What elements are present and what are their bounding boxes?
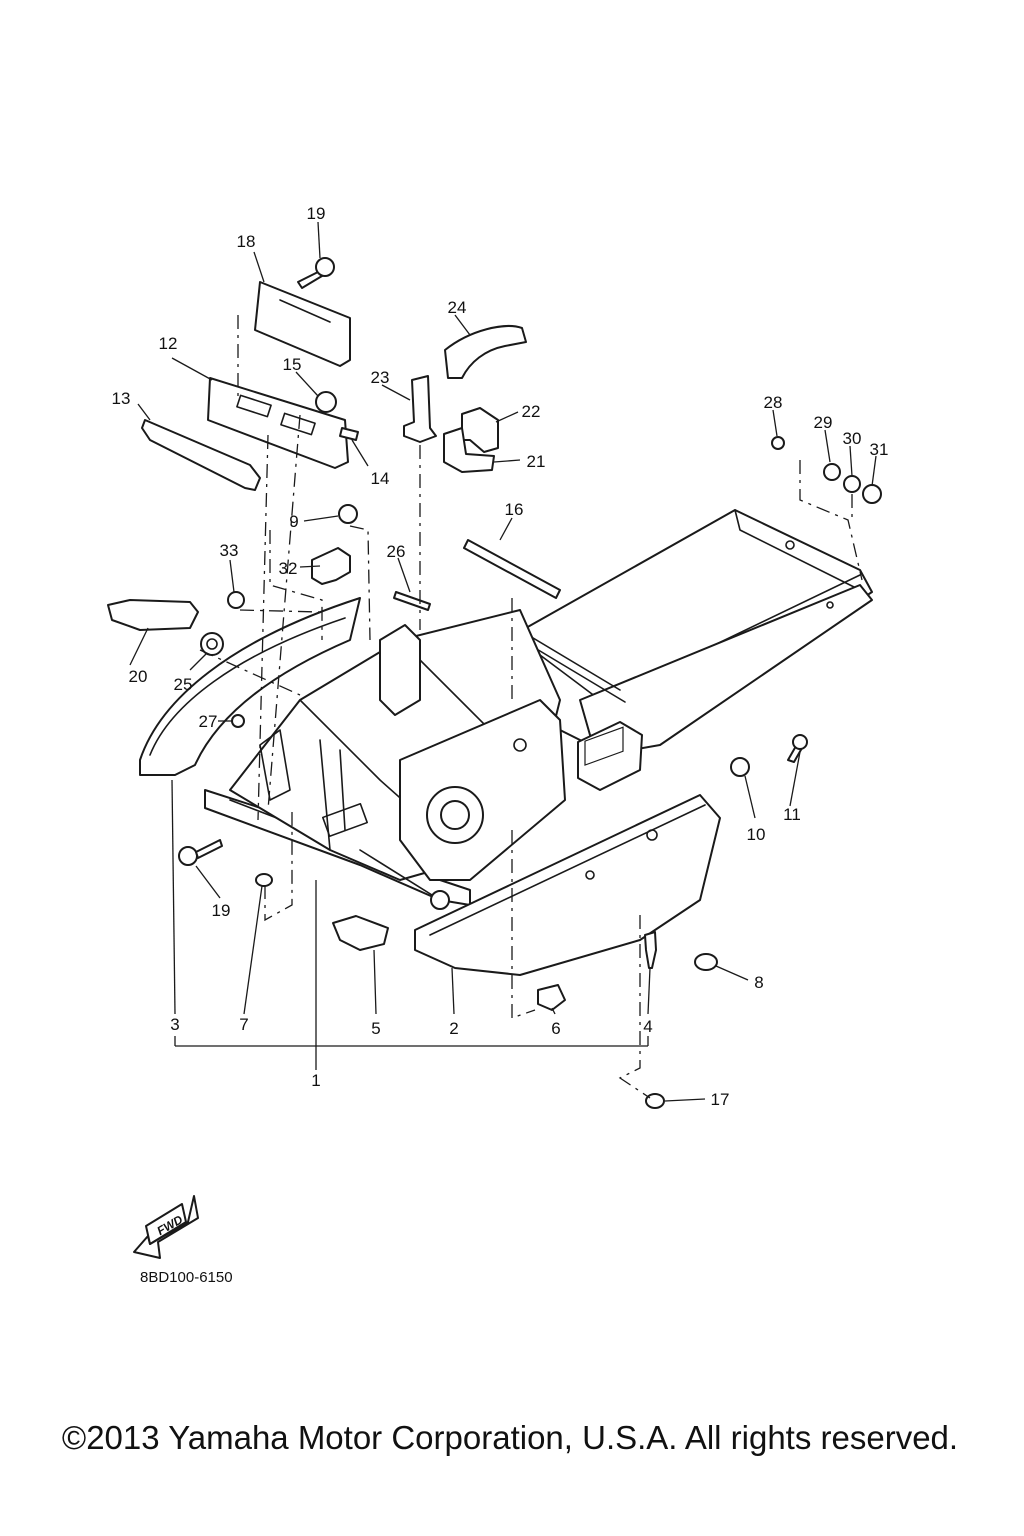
- handle-13-drawing: [141, 419, 261, 491]
- piece-14-drawing: [339, 427, 359, 441]
- frame-assembly-drawing: [139, 509, 873, 910]
- nut-31-drawing: [862, 484, 882, 504]
- callout-13: 13: [112, 389, 131, 408]
- callout-26: 26: [387, 542, 406, 561]
- callout-18: 18: [237, 232, 256, 251]
- side-rail-drawing: [414, 794, 721, 976]
- plug-17-drawing: [645, 1093, 665, 1109]
- callout-12: 12: [159, 334, 178, 353]
- callout-11: 11: [783, 805, 801, 824]
- callout-7: 7: [239, 1015, 248, 1034]
- callout-1: 1: [311, 1071, 320, 1090]
- callout-27: 27: [199, 712, 218, 731]
- copyright-notice: ©2013 Yamaha Motor Corporation, U.S.A. A…: [62, 1419, 958, 1456]
- callout-labels: 1 2 3 4 5 6 7 8 9 10 11 12 13 14 15 16 1…: [112, 204, 889, 1109]
- grommet-10-drawing: [730, 757, 750, 777]
- callout-21: 21: [527, 452, 546, 471]
- callout-3: 3: [170, 1015, 179, 1034]
- side-rail-edge: [429, 804, 706, 936]
- grommet-15-drawing: [315, 391, 337, 413]
- callout-29: 29: [814, 413, 833, 432]
- assembly-dash-lines: [199, 315, 863, 1099]
- callout-20: 20: [129, 667, 148, 686]
- callout-9: 9: [289, 512, 298, 531]
- bracket-18-drawing: [254, 281, 351, 367]
- callout-8: 8: [754, 973, 763, 992]
- callout-4: 4: [643, 1017, 652, 1036]
- callout-22: 22: [522, 402, 541, 421]
- bracket-32-drawing: [311, 547, 351, 585]
- grommet-9-drawing: [338, 504, 358, 524]
- washer-29-drawing: [823, 463, 841, 481]
- callout-32: 32: [279, 559, 298, 578]
- block-21-drawing: [443, 427, 495, 473]
- grip-24-drawing: [444, 325, 527, 379]
- ring-27-drawing: [231, 714, 245, 728]
- callout-25: 25: [174, 675, 193, 694]
- strip-26-drawing: [393, 591, 431, 611]
- pad-20-drawing: [107, 599, 199, 631]
- callout-28: 28: [764, 393, 783, 412]
- diagram-part-code: 8BD100-6150: [140, 1269, 233, 1286]
- washer-30-drawing: [843, 475, 861, 493]
- callout-33: 33: [220, 541, 239, 560]
- callout-2: 2: [449, 1019, 458, 1038]
- plug-7-drawing: [255, 873, 273, 887]
- fwd-arrow-icon: FWD: [133, 1195, 199, 1259]
- callout-17: 17: [711, 1090, 730, 1109]
- callout-24: 24: [448, 298, 467, 317]
- callout-19-top: 19: [307, 204, 326, 223]
- callout-30: 30: [843, 429, 862, 448]
- bolt-33-drawing: [227, 591, 245, 609]
- leader-lines: [129, 221, 877, 1102]
- callout-19-lower: 19: [212, 901, 231, 920]
- plug-8-drawing: [694, 953, 718, 971]
- callout-10: 10: [747, 825, 766, 844]
- clip-6-drawing: [537, 984, 566, 1011]
- callout-23: 23: [371, 368, 390, 387]
- strip-16-drawing: [463, 539, 561, 599]
- bracket-23-drawing: [403, 375, 437, 443]
- bracket-5-drawing: [332, 915, 389, 951]
- bolt-28-drawing: [771, 436, 785, 450]
- bolt-19-lower-drawing: [178, 846, 198, 866]
- block-22-drawing: [461, 407, 499, 453]
- callout-6: 6: [551, 1019, 560, 1038]
- callout-31: 31: [870, 440, 889, 459]
- callout-16: 16: [505, 500, 524, 519]
- plate-12-drawing: [207, 377, 349, 469]
- callout-15: 15: [283, 355, 302, 374]
- callout-14: 14: [371, 469, 390, 488]
- callout-5: 5: [371, 1019, 380, 1038]
- pin-4-drawing: [644, 931, 657, 969]
